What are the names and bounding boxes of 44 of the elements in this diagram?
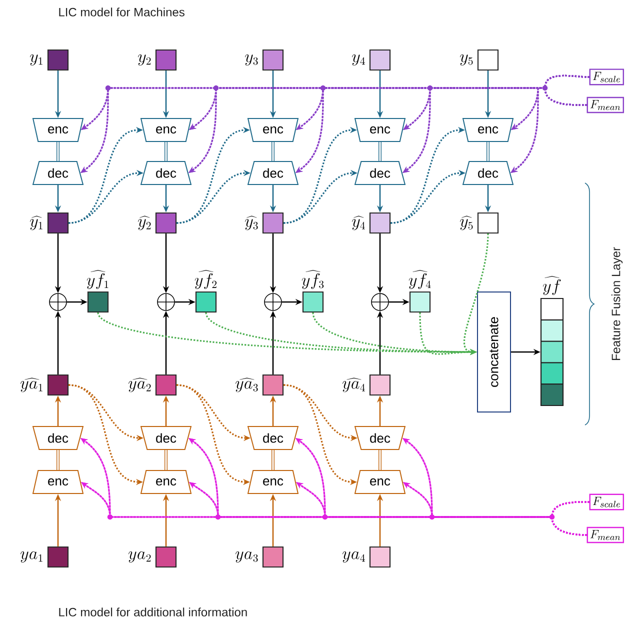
- connector: [486, 142, 490, 161]
- symbol-label: $\widehat{y_3}$: [245, 216, 258, 230]
- symbol-label: $\widehat{ya_3}$: [236, 378, 258, 392]
- symbol-label: $\widehat{yf_4}$: [408, 270, 431, 289]
- symbol-label: $y_1$: [30, 54, 42, 66]
- symbol-label: $\widehat{y_2}$: [138, 216, 151, 230]
- connector: [56, 450, 60, 470]
- symbol-label: $ya_2$: [128, 551, 151, 563]
- symbol-label: $y_5$: [460, 54, 473, 66]
- symbol-label: $\widehat{yf_2}$: [194, 270, 217, 289]
- adder-circle: [49, 293, 67, 311]
- symbol-label: $\widehat{ya_4}$: [342, 378, 365, 392]
- concatenate-box: concatenate: [477, 292, 511, 412]
- symbol-label: $\widehat{y_1}$: [30, 216, 42, 230]
- parameter-box: $F_{mean}$: [586, 96, 624, 114]
- symbol-label: $y_3$: [245, 54, 258, 66]
- symbol-label: $ya_3$: [236, 551, 258, 563]
- symbol-label: $\widehat{yf_3}$: [302, 270, 324, 289]
- symbol-label: $\widehat{y_4}$: [352, 216, 365, 230]
- symbol-label: $ya_1$: [20, 551, 42, 563]
- symbol-label: $\widehat{ya_2}$: [128, 378, 151, 392]
- connector: [272, 142, 274, 161]
- layer-label: Feature Fusion Layer: [611, 247, 623, 360]
- connector: [272, 450, 274, 470]
- symbol-label: $\widehat{yf_1}$: [86, 270, 108, 289]
- adder-circle: [371, 293, 389, 311]
- symbol-label: $y_4$: [352, 54, 365, 66]
- connector: [164, 142, 168, 161]
- section-title: LIC model for Machines: [59, 8, 184, 16]
- symbol-label: $y_2$: [138, 54, 151, 66]
- connector: [378, 450, 382, 470]
- symbol-label: $\widehat{ya_1}$: [20, 378, 42, 392]
- symbol-label: $ya_4$: [342, 551, 365, 563]
- parameter-box: $F_{mean}$: [586, 526, 624, 544]
- symbol-label: $\widehat{y_5}$: [460, 216, 473, 230]
- section-title: LIC model for additional information: [59, 608, 247, 616]
- connector: [56, 142, 60, 161]
- connector: [378, 142, 382, 161]
- parameter-box: $F_{scale}$: [589, 68, 624, 86]
- symbol-label: $\widehat{yf}$: [542, 276, 561, 295]
- adder-circle: [264, 293, 282, 311]
- connector: [164, 450, 168, 470]
- parameter-box: $F_{scale}$: [589, 494, 624, 510]
- adder-circle: [157, 293, 175, 311]
